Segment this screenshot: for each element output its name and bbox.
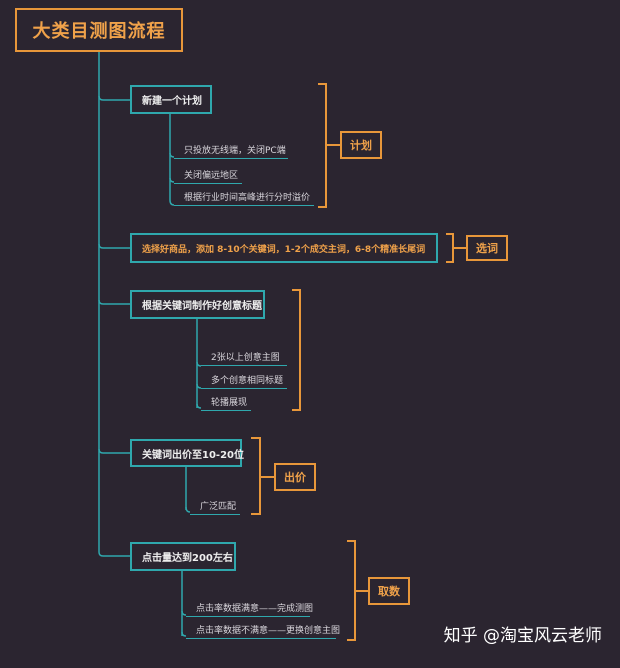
node-label: 选择好商品，添加 8-10个关键词，1-2个成交主词，6-8个精准长尾词 [142,244,426,255]
diagram-title: 大类目测图流程 [32,21,166,42]
leaf-wireless-only: 只投放无线端，关闭PC端 [174,143,288,159]
watermark-text: 知乎 @淘宝风云老师 [443,626,602,646]
node-creative-title: 根据关键词制作好创意标题 [130,290,265,319]
node-select-keywords: 选择好商品，添加 8-10个关键词，1-2个成交主词，6-8个精准长尾词 [130,233,438,263]
leaf-same-titles: 多个创意相同标题 [201,373,287,389]
node-new-plan: 新建一个计划 [130,85,212,114]
node-label: 根据关键词制作好创意标题 [142,301,262,312]
tag-keywords: 选词 [466,235,508,261]
title-box: 大类目测图流程 [15,8,183,52]
leaf-creative-images: 2张以上创意主图 [201,350,287,366]
node-clicks: 点击量达到200左右 [130,542,236,571]
tag-fetch: 取数 [368,577,410,605]
leaf-satisfied: 点击率数据满意——完成测图 [186,601,313,617]
leaf-rotation: 轮播展现 [201,395,251,411]
node-label: 新建一个计划 [142,96,202,107]
tag-bid: 出价 [274,463,316,491]
node-bid: 关键词出价至10-20位 [130,439,244,467]
leaf-not-satisfied: 点击率数据不满意——更换创意主图 [186,623,340,639]
tag-plan: 计划 [340,131,382,159]
node-label: 关键词出价至10-20位 [142,449,244,461]
leaf-broad-match: 广泛匹配 [190,499,240,515]
node-label: 点击量达到200左右 [142,553,233,564]
leaf-close-remote: 关闭偏远地区 [174,168,242,184]
leaf-time-premium: 根据行业时间高峰进行分时溢价 [174,190,314,206]
